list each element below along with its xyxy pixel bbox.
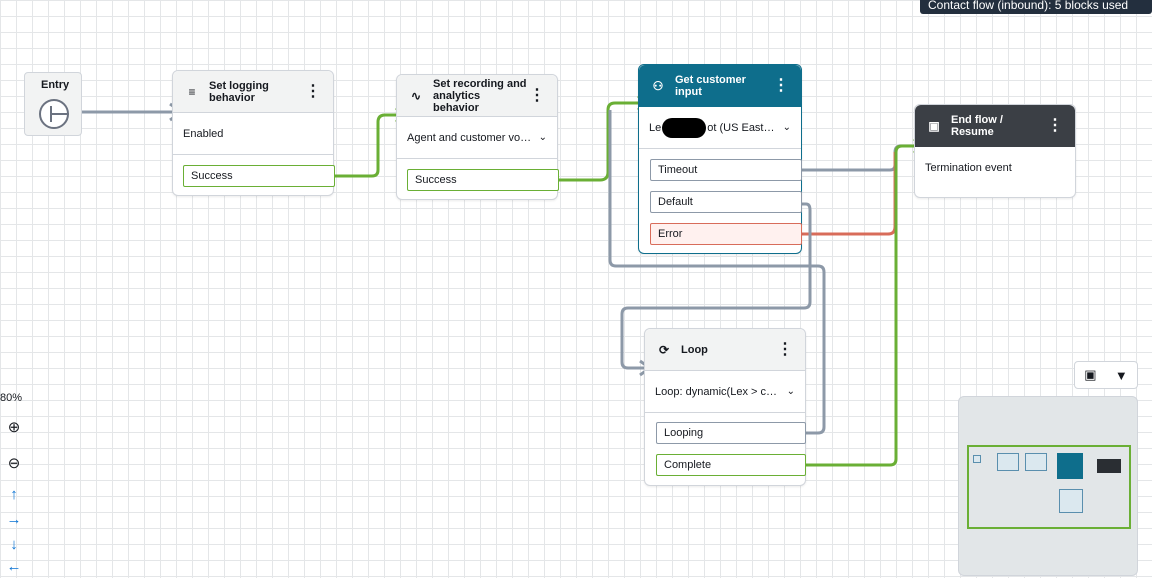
block-setting: Enabled (173, 113, 333, 155)
minimap-node (1057, 453, 1083, 479)
block-header: ⟳ Loop ⋮ (645, 329, 805, 371)
zoom-out-icon[interactable]: ⊖ (7, 455, 21, 472)
minimap-node (997, 453, 1019, 471)
entry-label: Entry (41, 79, 70, 91)
block-title: Get customer input (675, 73, 746, 98)
entry-point[interactable]: Entry (24, 72, 82, 136)
waveform-icon: ∿ (410, 88, 422, 103)
more-options-icon[interactable]: ⋮ (777, 340, 793, 358)
zoom-level: 80% (0, 392, 23, 404)
connector-timeout-end (802, 144, 918, 172)
entry-icon (39, 99, 69, 129)
zoom-in-icon[interactable]: ⊕ (7, 419, 21, 436)
pan-right-icon[interactable]: → (6, 511, 22, 528)
minimap[interactable] (958, 396, 1138, 576)
minimap-node (1059, 489, 1083, 513)
fit-to-screen-button[interactable]: ▣ ▼ (1074, 361, 1138, 389)
chevron-down-icon: ⌄ (782, 122, 791, 133)
minimap-node (973, 455, 981, 463)
branch-timeout[interactable]: Timeout (650, 159, 802, 181)
block-setting: Termination event (925, 162, 1012, 174)
branch-default[interactable]: Default (650, 191, 802, 213)
more-options-icon[interactable]: ⋮ (305, 82, 321, 100)
branch-looping[interactable]: Looping (656, 422, 806, 444)
block-header: ⚇ Get customer input ⋮ (639, 65, 801, 107)
block-header: ▣ End flow / Resume ⋮ (915, 105, 1075, 147)
more-options-icon[interactable]: ⋮ (529, 86, 545, 104)
minimap-viewport[interactable] (967, 445, 1131, 529)
more-options-icon[interactable]: ⋮ (1047, 116, 1063, 134)
chevron-down-icon: ⌄ (786, 386, 795, 397)
connector-error-end (802, 152, 897, 236)
block-end-flow[interactable]: ▣ End flow / Resume ⋮ Termination event (914, 104, 1076, 198)
pan-up-icon[interactable]: ↑ (10, 486, 18, 503)
branch-success[interactable]: Success (407, 169, 559, 191)
block-setting-dropdown[interactable]: Agent and customer voic... ⌄ (397, 117, 557, 159)
minimap-node (1025, 453, 1047, 471)
logging-icon: ≡ (188, 84, 196, 99)
caret-down-icon[interactable]: ▼ (1114, 367, 1128, 383)
pan-left-icon[interactable]: ← (6, 558, 22, 575)
minimap-node (1097, 459, 1121, 473)
connector-complete-end (806, 144, 918, 467)
customer-input-icon: ⚇ (652, 78, 664, 93)
redaction-mark (662, 117, 707, 138)
connector-recording-input (558, 101, 640, 182)
more-options-icon[interactable]: ⋮ (773, 76, 789, 94)
loop-icon: ⟳ (658, 342, 670, 357)
branch-error[interactable]: Error (650, 223, 802, 245)
end-flow-icon: ▣ (928, 118, 940, 133)
block-title: End flow / Resume (951, 113, 1003, 138)
flow-status-banner: Contact flow (inbound): 5 blocks used (920, 0, 1152, 14)
connector-logging-recording (334, 113, 400, 178)
branch-success[interactable]: Success (183, 165, 335, 187)
branch-complete[interactable]: Complete (656, 454, 806, 476)
block-setting-dropdown[interactable]: Loop: dynamic(Lex > con... ⌄ (645, 371, 805, 413)
fit-screen-icon: ▣ (1084, 367, 1097, 382)
block-title: Loop (681, 343, 708, 356)
pan-down-icon[interactable]: ↓ (10, 536, 18, 553)
chevron-down-icon: ⌄ (538, 132, 547, 143)
